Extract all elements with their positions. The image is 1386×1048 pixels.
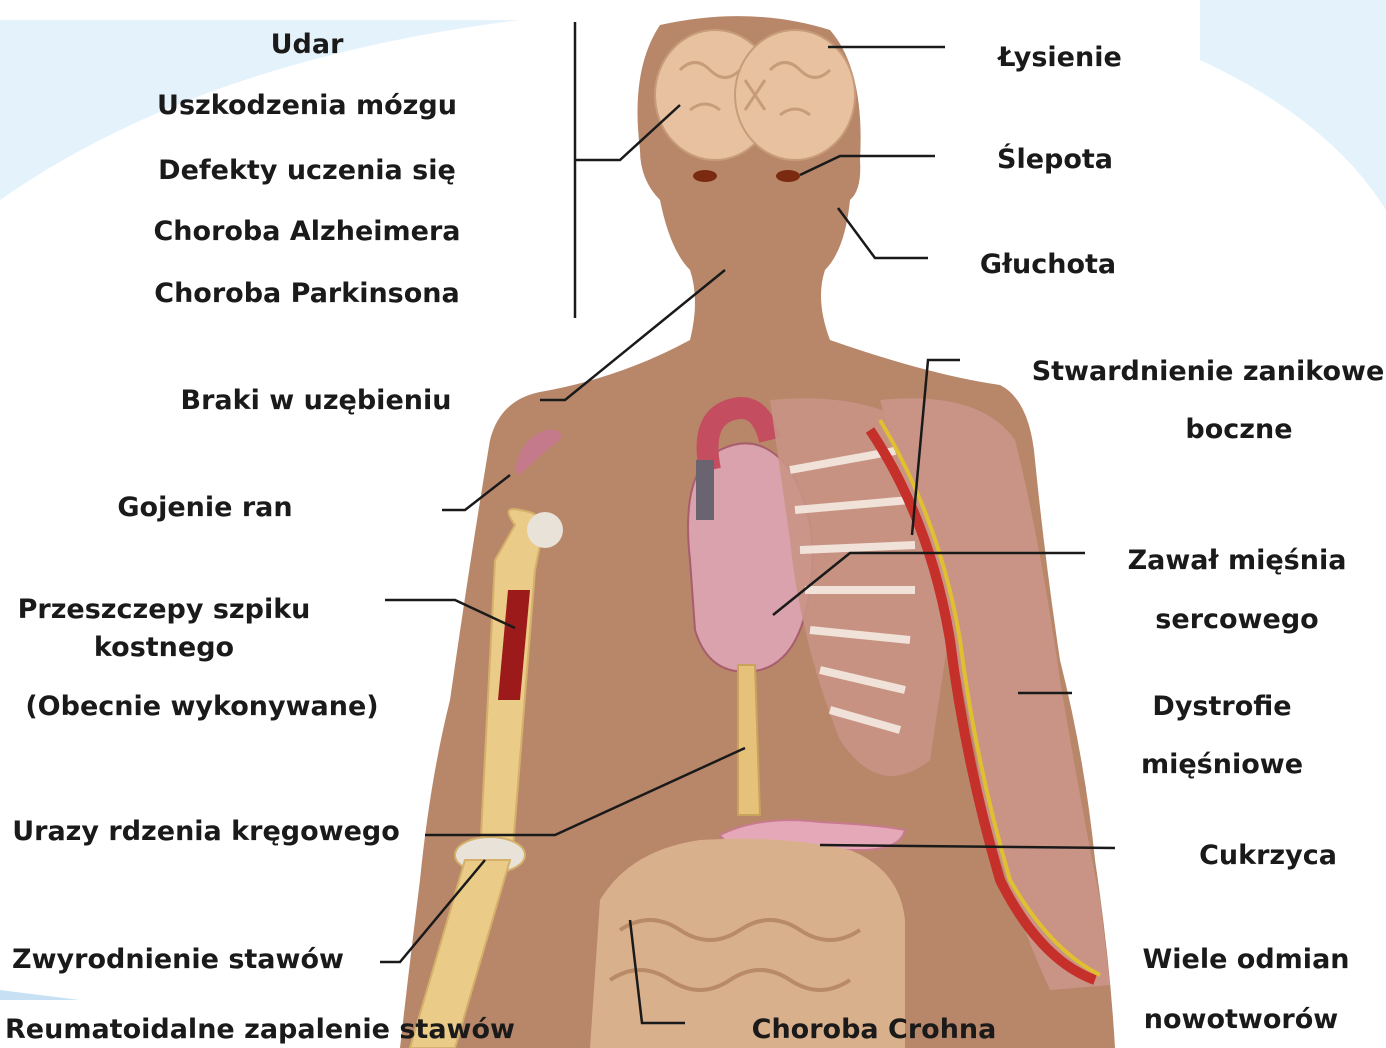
label-slepota: Ślepota bbox=[997, 146, 1113, 173]
eye-right bbox=[776, 170, 800, 182]
brain-right bbox=[735, 30, 855, 160]
label-gojenie-ran: Gojenie ran bbox=[117, 494, 292, 521]
label-choroba-crohna: Choroba Crohna bbox=[752, 1016, 997, 1043]
eye-left bbox=[693, 170, 717, 182]
label-dystrofie-line1: Dystrofie bbox=[1152, 693, 1291, 720]
label-zawal-line2: sercowego bbox=[1155, 606, 1318, 633]
label-zawal-line1: Zawał mięśnia bbox=[1128, 547, 1347, 574]
label-zwyrodnienie-stawow: Zwyrodnienie stawów bbox=[12, 946, 344, 973]
label-nowotwory-line1: Wiele odmian bbox=[1142, 946, 1349, 973]
label-gluchota: Głuchota bbox=[980, 251, 1116, 278]
label-urazy-rdzenia: Urazy rdzenia kręgowego bbox=[12, 818, 400, 845]
label-defekty-uczenia: Defekty uczenia się bbox=[158, 157, 456, 184]
label-nowotwory-line2: nowotworów bbox=[1144, 1006, 1338, 1033]
label-obecnie-wykonywane: (Obecnie wykonywane) bbox=[25, 693, 378, 720]
label-reumatoidalne: Reumatoidalne zapalenie stawów bbox=[5, 1016, 515, 1043]
label-sla-line2: boczne bbox=[1185, 416, 1292, 443]
label-udar: Udar bbox=[271, 31, 344, 58]
background-arc-right bbox=[1200, 0, 1386, 210]
label-uszkodzenia-mozgu: Uszkodzenia mózgu bbox=[157, 92, 457, 119]
label-sla-line1: Stwardnienie zanikowe bbox=[1032, 358, 1385, 385]
label-braki-uzebienie: Braki w uzębieniu bbox=[181, 387, 452, 414]
label-lysienie: Łysienie bbox=[998, 44, 1122, 71]
label-przeszczepy-line2: kostnego bbox=[94, 634, 234, 661]
label-cukrzyca: Cukrzyca bbox=[1199, 842, 1337, 869]
background-arc-bottom bbox=[0, 990, 80, 1000]
label-alzheimer: Choroba Alzheimera bbox=[153, 218, 460, 245]
label-parkinson: Choroba Parkinsona bbox=[154, 280, 460, 307]
label-przeszczepy-line1: Przeszczepy szpiku bbox=[18, 596, 311, 623]
spinal-cord bbox=[738, 665, 760, 815]
humerus-head bbox=[527, 512, 563, 548]
line-gluchota bbox=[838, 208, 928, 258]
label-dystrofie-line2: mięśniowe bbox=[1141, 751, 1303, 778]
